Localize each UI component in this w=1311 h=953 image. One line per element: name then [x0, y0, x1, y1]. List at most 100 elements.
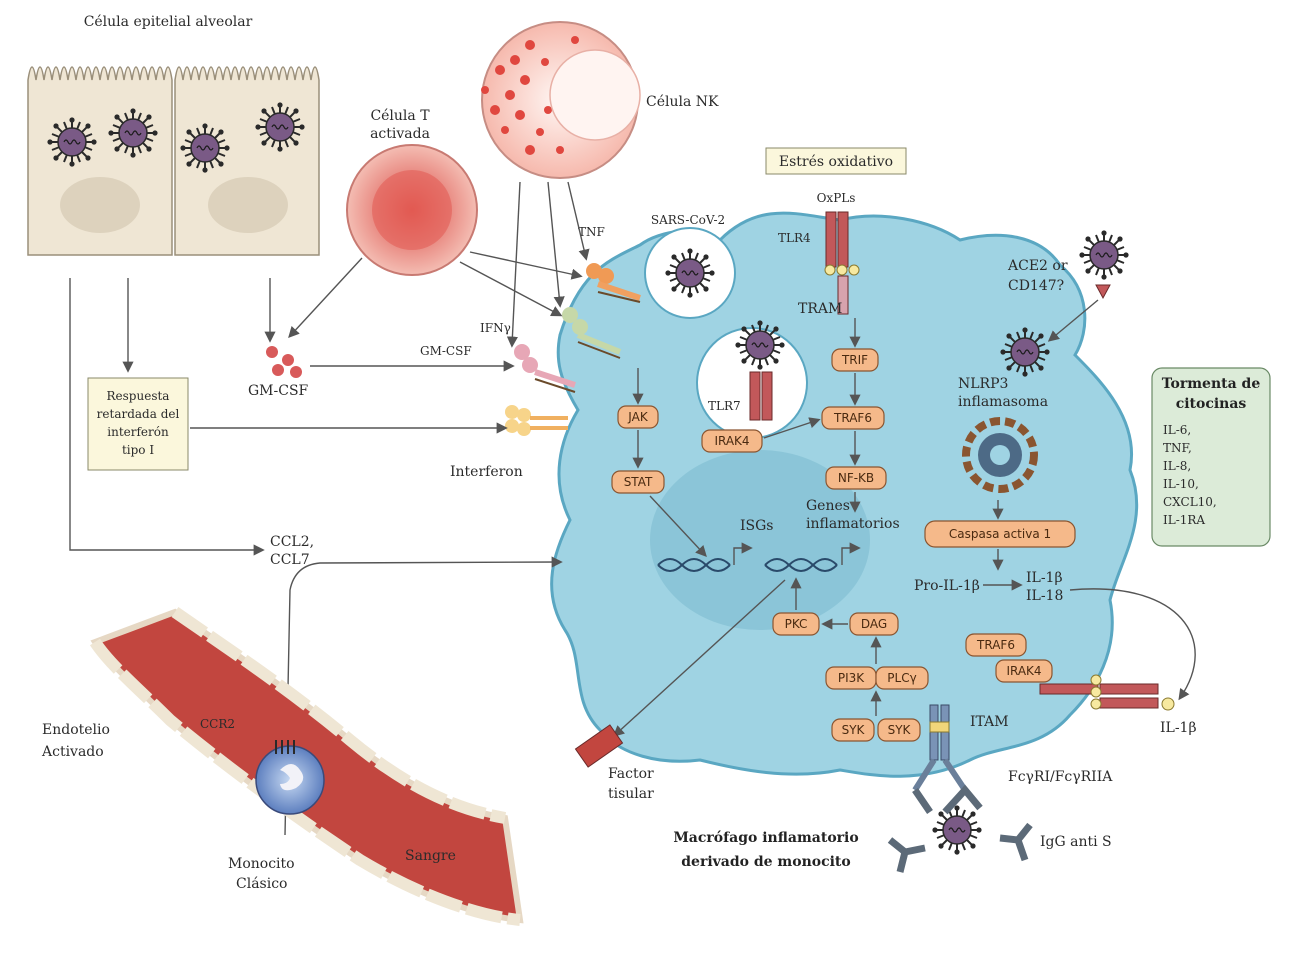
pathway-arrows: [612, 318, 1196, 737]
inflammasome-icon: [962, 417, 1038, 493]
ace2-label: ACE2 or: [1007, 258, 1068, 274]
macrophage-title-2: derivado de monocito: [681, 854, 850, 870]
epithelial-cell-label: Célula epitelial alveolar: [84, 14, 253, 30]
irak4-node: IRAK4: [701, 429, 763, 453]
gmcsf-receptor: [514, 344, 576, 393]
genes-label: Genes: [806, 498, 850, 514]
svg-text:IRAK4: IRAK4: [1006, 664, 1041, 678]
monocyte: [255, 740, 325, 815]
il1-receptor: [1039, 674, 1175, 711]
oxidative-stress-box: [765, 147, 907, 175]
svg-text:DAG: DAG: [861, 617, 887, 631]
monocyte-label: Monocito: [228, 856, 295, 872]
itam-label: ITAM: [970, 714, 1009, 730]
interferon-receptor: [505, 405, 568, 436]
delayed-interferon-line: tipo I: [122, 443, 154, 457]
svg-text:PKC: PKC: [785, 617, 808, 631]
cytokine-item: IL-1RA: [1163, 513, 1205, 527]
ccl-label: CCL2,: [270, 534, 314, 550]
svg-text:Caspasa activa 1: Caspasa activa 1: [949, 527, 1051, 541]
jak-node: JAK: [617, 405, 659, 429]
monocyte-label-2: Clásico: [236, 876, 287, 892]
t-cell-label: Célula T: [370, 108, 430, 124]
delayed-interferon-line: interferón: [107, 425, 169, 439]
nlrp3-label: NLRP3: [958, 376, 1008, 392]
svg-text:STAT: STAT: [624, 475, 653, 489]
dna-inflammatory: [764, 558, 838, 572]
cytokine-item: IL-10,: [1163, 477, 1199, 491]
il1b-il18-label: IL-1β: [1026, 570, 1063, 586]
cytokine-item: IL-6,: [1163, 423, 1191, 437]
ace2-receptor: [1095, 284, 1111, 300]
t-cell-label-2: activada: [370, 126, 430, 142]
plcg-node: PLCγ: [875, 666, 929, 690]
tnf-label: TNF: [578, 225, 605, 239]
cytokine-item: CXCL10,: [1163, 495, 1217, 509]
trif-node: TRIF: [831, 348, 879, 372]
ace2-label-2: CD147?: [1008, 278, 1064, 294]
sars-label: SARS-CoV-2: [651, 213, 725, 227]
igg-antibody: [887, 784, 1033, 873]
signal-arrows: [69, 181, 590, 836]
il1b-label: IL-1β: [1160, 720, 1197, 736]
nlrp3-label-2: inflamasoma: [958, 394, 1048, 410]
pro-il1b-label: Pro-IL-1β: [914, 578, 980, 594]
igg-label: IgG anti S: [1040, 834, 1112, 850]
virus-icon: [1078, 229, 1130, 281]
traf6-node: TRAF6: [821, 406, 885, 430]
cytokine-storm-title: Tormenta de: [1162, 376, 1261, 392]
tissue-factor-label-2: tisular: [608, 786, 654, 802]
svg-text:TRAF6: TRAF6: [976, 638, 1015, 652]
pi3k-node: PI3K: [825, 666, 877, 690]
endothelium-label-2: Activado: [41, 744, 104, 760]
virus-icon: [179, 122, 231, 174]
syk-node: SYK: [877, 718, 921, 742]
macrophage-title: Macrófago inflamatorio: [673, 830, 858, 846]
svg-text:IRAK4: IRAK4: [714, 434, 749, 448]
tnf-receptor: [586, 263, 641, 303]
blood-label: Sangre: [405, 848, 456, 864]
dna-isgs: [657, 558, 731, 572]
il1b-il18-label-2: IL-18: [1026, 588, 1063, 604]
tram-label: TRAM: [798, 301, 842, 317]
tlr4-label: TLR4: [778, 231, 811, 245]
ccl-label-2: CCL7: [270, 552, 310, 568]
svg-text:SYK: SYK: [842, 723, 866, 737]
oxpls-label: OxPLs: [817, 191, 856, 205]
syk-node: SYK: [831, 718, 875, 742]
tlr7-receptor: [749, 371, 773, 421]
svg-text:NF-KB: NF-KB: [838, 471, 874, 485]
virus-icon: [107, 107, 159, 159]
ccr2-label: CCR2: [200, 717, 235, 731]
ifng-label: IFNγ: [480, 321, 511, 335]
cytokine-item: TNF,: [1163, 441, 1192, 455]
delayed-interferon-box: [87, 377, 189, 471]
dag-node: DAG: [849, 612, 899, 636]
fcr-label: FcγRI/FcγRIIA: [1008, 769, 1113, 785]
virus-icon: [664, 247, 716, 299]
virus-icon: [931, 804, 983, 856]
t-cell: [346, 144, 478, 276]
virus-icon: [999, 326, 1051, 378]
gmcsf-label: GM-CSF: [248, 383, 309, 399]
nk-cell: [481, 21, 641, 179]
virus-icon: [734, 319, 786, 371]
virus-icon: [254, 101, 306, 153]
genes-label-2: inflamatorios: [806, 516, 900, 532]
delayed-interferon-line: Respuesta: [107, 389, 170, 403]
nk-cell-label: Célula NK: [646, 94, 719, 110]
stat-node: STAT: [611, 470, 665, 494]
fc-receptor: [912, 704, 968, 792]
virus-icon: [46, 116, 98, 168]
cytokine-storm-box: [1151, 367, 1271, 547]
svg-text:PI3K: PI3K: [838, 671, 865, 685]
interferon-label: Interferon: [450, 464, 523, 480]
tissue-factor: [574, 724, 624, 768]
nfkb-node: NF-KB: [825, 466, 887, 490]
svg-text:PLCγ: PLCγ: [887, 671, 916, 685]
tissue-factor-label: Factor: [608, 766, 654, 782]
irak4-node-b: IRAK4: [995, 659, 1053, 683]
gmcsf-molecules: [266, 346, 302, 378]
delayed-interferon-line: retardada del: [97, 407, 180, 421]
